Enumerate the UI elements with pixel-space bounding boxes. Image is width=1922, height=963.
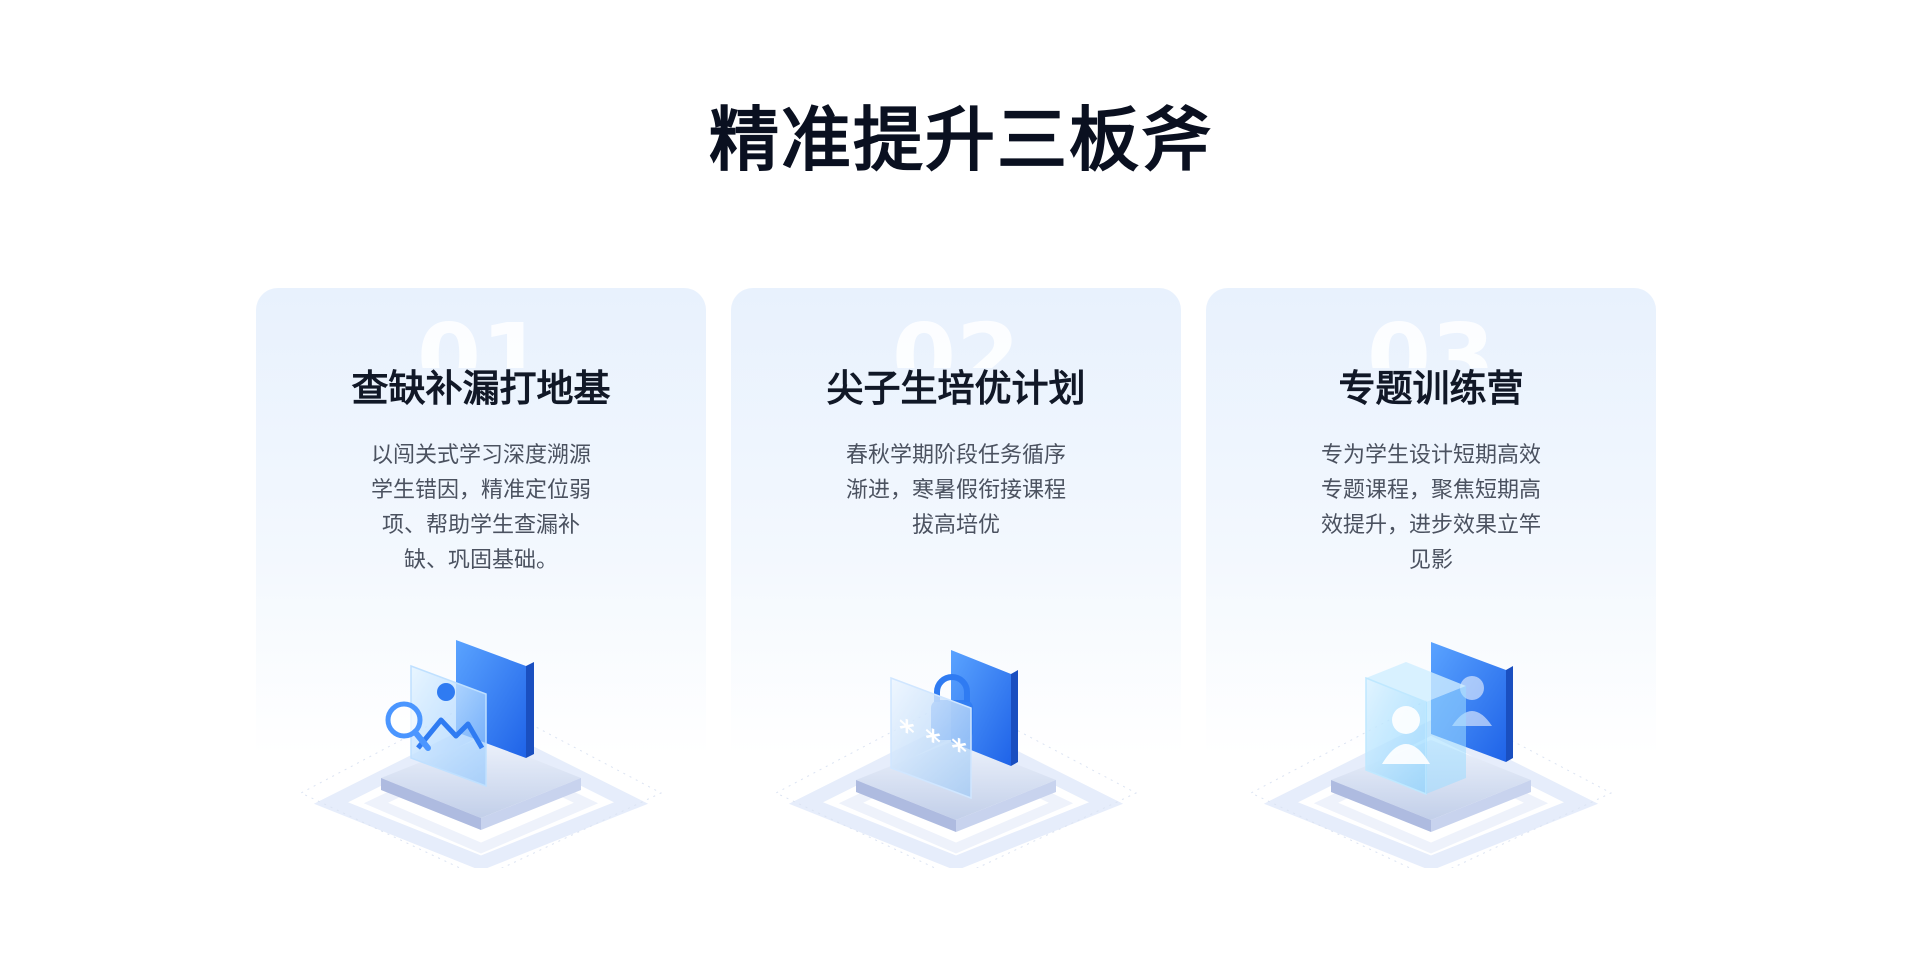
page-title: 精准提升三板斧: [709, 99, 1213, 181]
card-top-student[interactable]: 02 尖子生培优计划 春秋学期阶段任务循序渐进，寒暑假衔接课程拔高培优: [731, 288, 1181, 888]
card-title: 查缺补漏打地基: [351, 367, 611, 410]
card-fill-gaps[interactable]: 01 查缺补漏打地基 以闯关式学习深度溯源学生错因，精准定位弱项、帮助学生查漏补…: [256, 288, 706, 888]
search-image-icon: [299, 640, 663, 868]
card-description: 春秋学期阶段任务循序渐进，寒暑假衔接课程拔高培优: [845, 443, 1066, 538]
card-list: 01 查缺补漏打地基 以闯关式学习深度溯源学生错因，精准定位弱项、帮助学生查漏补…: [256, 288, 1666, 888]
card-number: 03: [1366, 308, 1496, 368]
password-lock-icon: * * *: [774, 650, 1138, 868]
card-description: 以闯关式学习深度溯源学生错因，精准定位弱项、帮助学生查漏补缺、巩固基础。: [370, 443, 591, 573]
card-number: 01: [416, 308, 546, 368]
user-profile-icon: [1249, 642, 1613, 868]
card-title: 专题训练营: [1338, 367, 1524, 410]
card-description: 专为学生设计短期高效专题课程，聚焦短期高效提升，进步效果立竿见影: [1320, 443, 1541, 573]
card-number: 02: [891, 308, 1021, 368]
card-title: 尖子生培优计划: [826, 367, 1086, 410]
card-special-training[interactable]: 03 专题训练营 专为学生设计短期高效专题课程，聚焦短期高效提升，进步效果立竿见…: [1206, 288, 1656, 888]
